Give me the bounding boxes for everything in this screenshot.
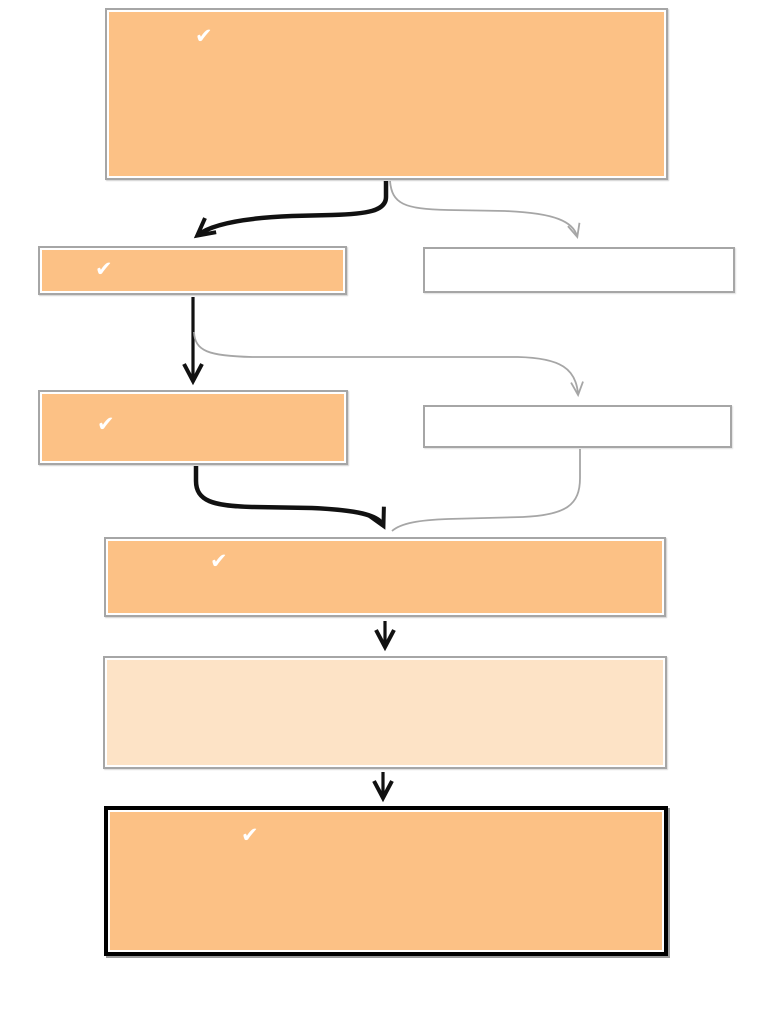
flow-node-step-6[interactable]: ✔ [104,806,668,956]
connector-step3-step4 [193,466,386,530]
flow-node-step-4[interactable]: ✔ [104,537,666,617]
flow-node-step-1[interactable]: ✔ [105,8,668,180]
flow-node-step-2-alt[interactable] [423,247,735,293]
flow-node-step-2[interactable]: ✔ [38,246,347,295]
connector-step1-step2alt [389,180,581,240]
check-icon: ✔ [195,24,213,48]
connector-step1-step2 [193,181,389,239]
flow-node-step-3-alt[interactable] [423,405,732,448]
check-icon: ✔ [210,549,228,573]
connector-step2-step3alt [193,331,584,398]
check-icon: ✔ [97,412,115,436]
flow-node-step-5[interactable] [103,656,667,769]
connector-step3alt-step4 [391,449,581,532]
flow-node-step-3[interactable]: ✔ [38,390,348,465]
check-icon: ✔ [241,823,259,847]
check-icon: ✔ [95,257,113,281]
